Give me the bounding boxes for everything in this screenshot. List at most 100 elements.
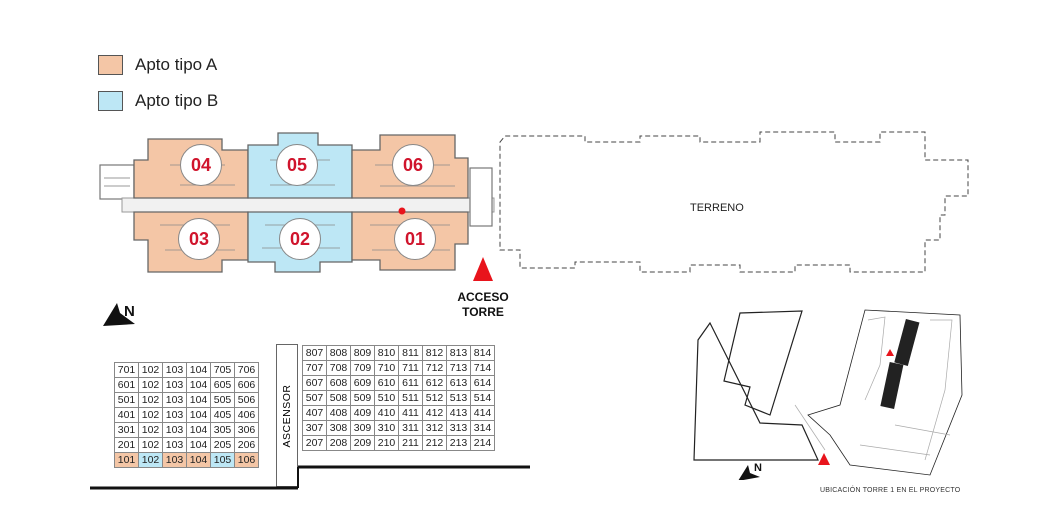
apartment-cell: 211 <box>398 435 423 451</box>
apartment-cell: 101 <box>114 452 139 468</box>
apartment-cell: 301 <box>114 422 139 438</box>
apartment-cell: 514 <box>470 390 495 406</box>
apartment-cell: 509 <box>350 390 375 406</box>
apartment-cell: 714 <box>470 360 495 376</box>
terreno-label: TERRENO <box>690 202 744 214</box>
apartment-cell: 501 <box>114 392 139 408</box>
apartment-cell: 313 <box>446 420 471 436</box>
apartment-cell: 609 <box>350 375 375 391</box>
apartment-cell: 512 <box>422 390 447 406</box>
apartment-cell: 708 <box>326 360 351 376</box>
unit-02-badge: 02 <box>279 218 321 260</box>
ascensor-label: ASCENSOR <box>281 384 293 447</box>
ascensor-column: ASCENSOR <box>276 344 298 487</box>
apartment-cell: 610 <box>374 375 399 391</box>
corridor <box>121 197 495 213</box>
apartment-cell: 613 <box>446 375 471 391</box>
apartment-cell: 513 <box>446 390 471 406</box>
site-parcel-c <box>807 309 963 476</box>
apartment-cell: 814 <box>470 345 495 361</box>
apartment-cell: 709 <box>350 360 375 376</box>
apartment-cell: 608 <box>326 375 351 391</box>
apartment-cell: 807 <box>302 345 327 361</box>
terreno-outline <box>499 131 969 273</box>
apartment-cell: 612 <box>422 375 447 391</box>
north-label: N <box>124 303 135 320</box>
apartment-cell: 209 <box>350 435 375 451</box>
unit-05-badge: 05 <box>276 144 318 186</box>
unit-01-badge: 01 <box>394 218 436 260</box>
apartment-cell: 505 <box>210 392 235 408</box>
apartment-cell: 809 <box>350 345 375 361</box>
apartment-cell: 409 <box>350 405 375 421</box>
apartment-cell: 102 <box>138 437 163 453</box>
apartment-cell: 607 <box>302 375 327 391</box>
apartment-cell: 605 <box>210 377 235 393</box>
apartment-cell: 813 <box>446 345 471 361</box>
site-north-label: N <box>754 462 762 474</box>
apartment-cell: 102 <box>138 392 163 408</box>
apartment-cell: 305 <box>210 422 235 438</box>
legend-item-tipo-a: Apto tipo A <box>98 55 217 75</box>
apartment-cell: 201 <box>114 437 139 453</box>
site-parcel-a <box>723 310 803 416</box>
apartment-cell: 410 <box>374 405 399 421</box>
apartment-cell: 104 <box>186 392 211 408</box>
legend-swatch-tipo-b <box>98 91 123 111</box>
apartment-cell: 713 <box>446 360 471 376</box>
legend-swatch-tipo-a <box>98 55 123 75</box>
apartment-cell: 104 <box>186 362 211 378</box>
apartment-cell: 102 <box>138 362 163 378</box>
apartment-cell: 706 <box>234 362 259 378</box>
apartment-cell: 104 <box>186 452 211 468</box>
right-stair-block <box>469 167 493 227</box>
apartment-cell: 705 <box>210 362 235 378</box>
apartment-cell: 707 <box>302 360 327 376</box>
apartment-cell: 103 <box>162 452 187 468</box>
apartment-cell: 103 <box>162 422 187 438</box>
apartment-cell: 611 <box>398 375 423 391</box>
apartment-cell: 811 <box>398 345 423 361</box>
apartment-cell: 214 <box>470 435 495 451</box>
apartment-cell: 103 <box>162 407 187 423</box>
apartment-cell: 614 <box>470 375 495 391</box>
unit-03-badge: 03 <box>178 218 220 260</box>
apartment-cell: 412 <box>422 405 447 421</box>
apartment-cell: 413 <box>446 405 471 421</box>
apartment-cell: 712 <box>422 360 447 376</box>
apartment-cell: 411 <box>398 405 423 421</box>
apartment-cell: 102 <box>138 377 163 393</box>
apartment-cell: 507 <box>302 390 327 406</box>
apartment-cell: 104 <box>186 422 211 438</box>
unit-06-badge: 06 <box>392 144 434 186</box>
apartment-cell: 314 <box>470 420 495 436</box>
apartment-cell: 808 <box>326 345 351 361</box>
apartment-cell: 103 <box>162 362 187 378</box>
apartment-cell: 309 <box>350 420 375 436</box>
apartment-cell: 601 <box>114 377 139 393</box>
acceso-triangle <box>473 257 493 281</box>
site-parcel-b <box>693 321 819 461</box>
apartment-cell: 810 <box>374 345 399 361</box>
apartment-cell: 307 <box>302 420 327 436</box>
left-stair-block <box>99 164 135 200</box>
apartment-cell: 606 <box>234 377 259 393</box>
apartment-cell: 106 <box>234 452 259 468</box>
apartment-cell: 312 <box>422 420 447 436</box>
legend-label-tipo-a: Apto tipo A <box>135 55 218 74</box>
apartment-cell: 205 <box>210 437 235 453</box>
site-north-icon <box>738 465 760 480</box>
